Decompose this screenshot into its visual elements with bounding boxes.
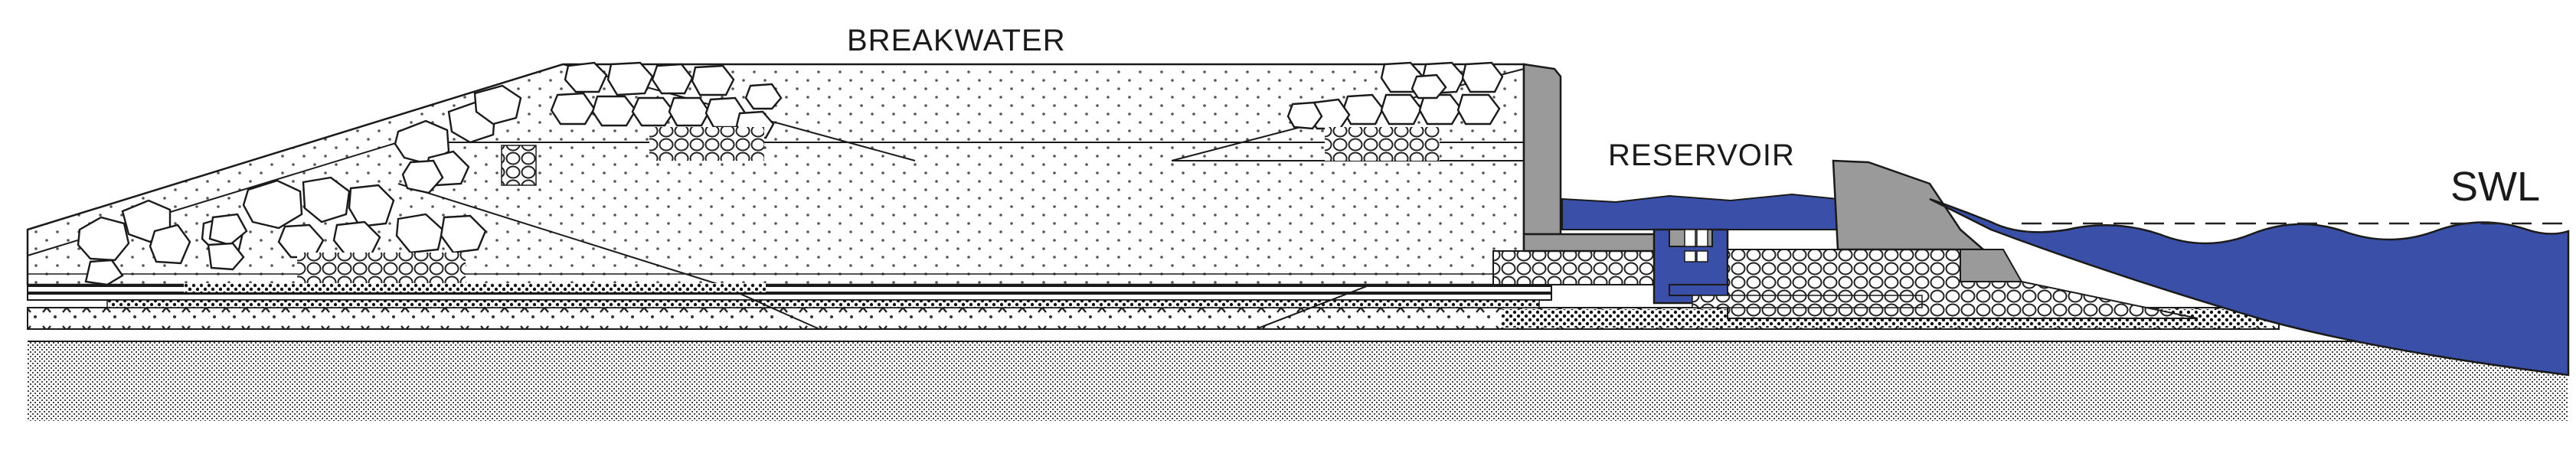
reservoir-label: RESERVOIR [1608,139,1795,172]
reservoir-water [1561,193,1839,230]
swl-label: SWL [2450,164,2540,210]
seawall-slope [1832,159,2023,282]
seabed [28,341,2568,421]
bedding-strips [27,285,1552,308]
breakwater-label: BREAKWATER [847,24,1066,57]
concrete-crown-wall [1522,63,1665,253]
armour-rock-seaward-slope [77,61,1504,286]
sea-water [1929,197,2570,377]
